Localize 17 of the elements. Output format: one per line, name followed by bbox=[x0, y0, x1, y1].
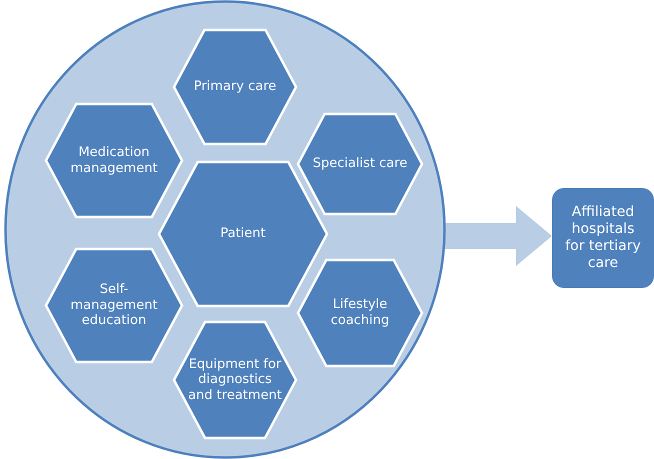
rounded-box bbox=[552, 188, 654, 288]
hexagon-node bbox=[44, 102, 184, 219]
node-label: Patient bbox=[219, 226, 267, 242]
node-label: Equipment for diagnostics and treatment bbox=[187, 356, 283, 404]
hexagon-node bbox=[296, 258, 424, 368]
node-label: Self-management education bbox=[69, 282, 159, 329]
node-label: Primary care bbox=[192, 79, 278, 95]
node-label: Medication management bbox=[69, 144, 159, 176]
circle-background bbox=[4, 0, 446, 459]
node-label: Lifestyle coaching bbox=[330, 297, 390, 329]
hexagon-node bbox=[172, 28, 298, 146]
hexagon-node bbox=[296, 112, 424, 216]
block-arrow bbox=[444, 206, 552, 266]
hexagon-node bbox=[44, 247, 184, 364]
node-label: Specialist care bbox=[312, 156, 408, 172]
node-label: Affiliated hospitals for tertiary care bbox=[564, 204, 642, 272]
hexagon-node bbox=[172, 320, 298, 440]
